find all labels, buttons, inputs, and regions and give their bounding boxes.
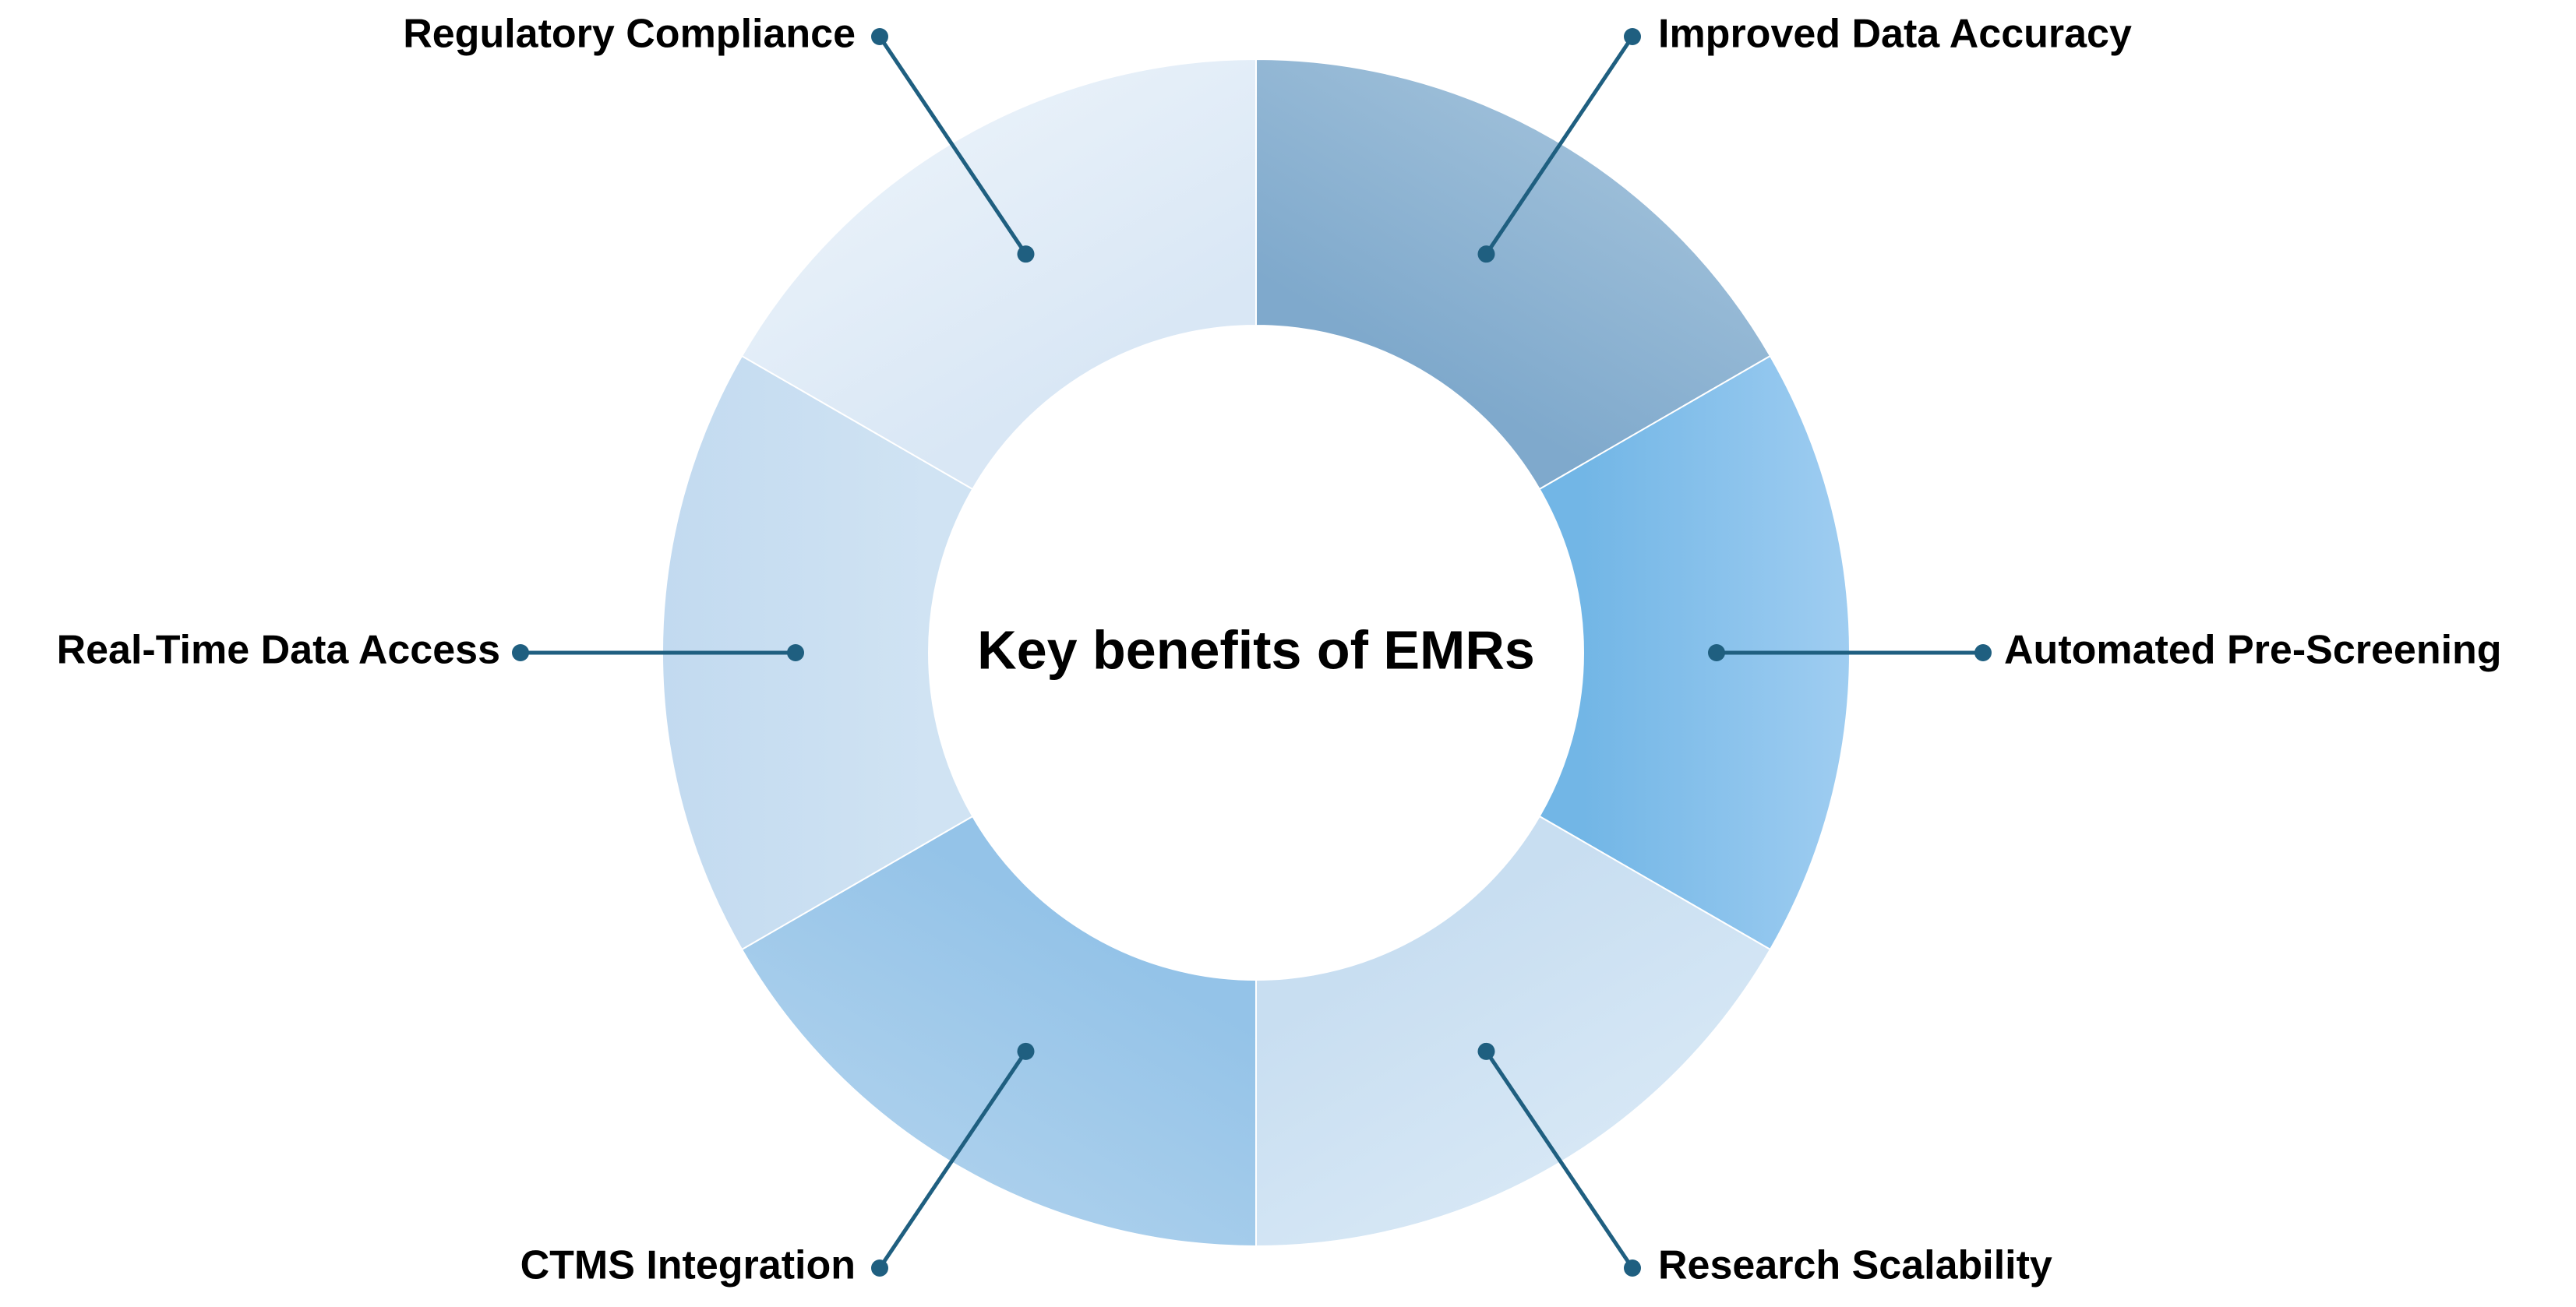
connector-dot-inner-research-scalability	[1477, 1042, 1495, 1060]
segment-real-time-data-access	[662, 354, 974, 951]
connector-ctms-integration	[877, 1050, 1028, 1270]
segment-ctms-integration	[740, 815, 1257, 1248]
connector-research-scalability	[1484, 1050, 1635, 1270]
label-ctms-integration: CTMS Integration	[520, 1243, 856, 1288]
connector-dot-outer-research-scalability	[1624, 1259, 1641, 1277]
label-automated-pre-screening: Automated Pre-Screening	[2004, 628, 2502, 673]
label-regulatory-compliance: Regulatory Compliance	[403, 12, 856, 57]
connector-dot-outer-automated-pre-screening	[1974, 644, 1992, 661]
connector-dot-inner-improved-data-accuracy	[1477, 245, 1495, 263]
segment-regulatory-compliance	[740, 58, 1257, 491]
connector-dot-outer-improved-data-accuracy	[1624, 28, 1641, 45]
label-improved-data-accuracy: Improved Data Accuracy	[1658, 12, 2132, 57]
connector-dot-inner-automated-pre-screening	[1708, 644, 1725, 661]
connector-regulatory-compliance	[877, 35, 1028, 255]
connector-dot-outer-regulatory-compliance	[871, 28, 888, 45]
benefits-ring	[662, 58, 1851, 1248]
connector-improved-data-accuracy	[1484, 35, 1635, 255]
segment-improved-data-accuracy	[1255, 58, 1772, 491]
center-title: Key benefits of EMRs	[977, 619, 1535, 680]
connector-dot-inner-ctms-integration	[1017, 1042, 1035, 1060]
segment-research-scalability	[1255, 815, 1772, 1248]
connector-dot-inner-regulatory-compliance	[1017, 245, 1035, 263]
label-connectors	[512, 28, 1992, 1277]
label-research-scalability: Research Scalability	[1658, 1243, 2052, 1288]
connector-dot-outer-real-time-data-access	[512, 644, 529, 661]
segment-automated-pre-screening	[1538, 354, 1851, 951]
connector-dot-outer-ctms-integration	[871, 1259, 888, 1277]
label-real-time-data-access: Real-Time Data Access	[57, 628, 500, 673]
connector-dot-inner-real-time-data-access	[787, 644, 804, 661]
